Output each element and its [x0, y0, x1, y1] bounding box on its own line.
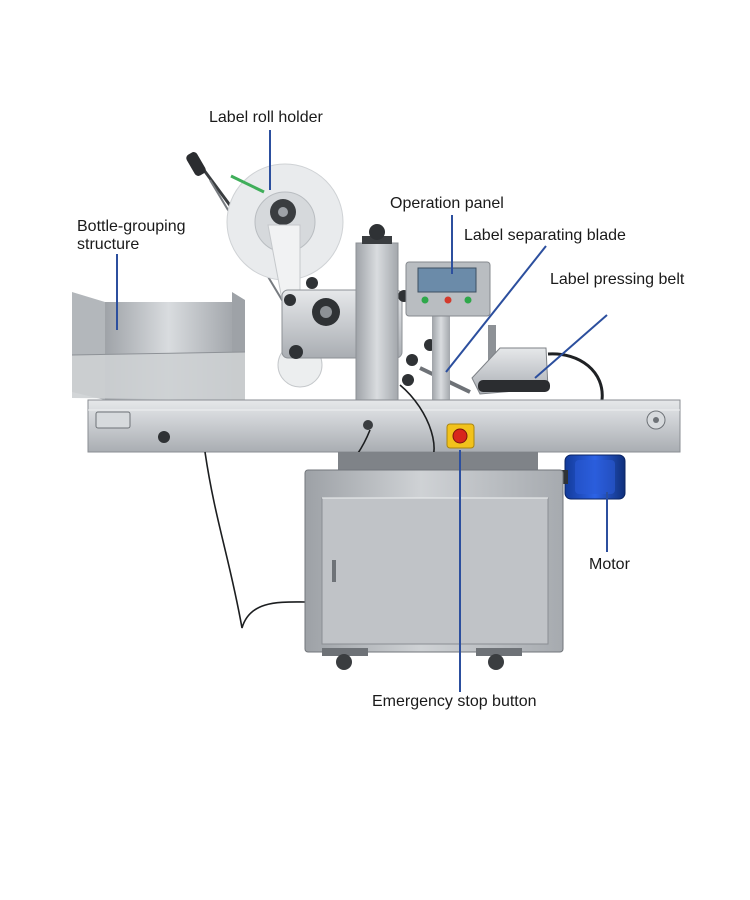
callout-operation-panel: Operation panel: [390, 195, 504, 212]
emergency-stop-button: [446, 423, 475, 449]
casters: [322, 648, 522, 670]
callout-bottle-grouping-line1: Bottle-grouping: [77, 218, 186, 235]
callout-bottle-grouping-line2: structure: [77, 236, 140, 253]
label-pressing-belt: [471, 325, 604, 401]
callout-label-roll-holder: Label roll holder: [209, 109, 323, 126]
cabinet: [304, 452, 564, 653]
leader-lines: [116, 130, 608, 692]
operation-panel: [405, 261, 491, 402]
callout-emergency-stop-button: Emergency stop button: [372, 693, 537, 710]
labeling-head: [186, 152, 471, 404]
callout-label-pressing-belt: Label pressing belt: [550, 271, 685, 288]
motor: [560, 454, 626, 500]
callout-motor: Motor: [589, 556, 630, 573]
conveyor-rail: [87, 399, 681, 453]
callout-bottle-grouping-structure: Bottle-grouping structure: [77, 218, 186, 254]
bottle-grouping-tray: [71, 292, 246, 400]
callout-label-separating-blade: Label separating blade: [464, 227, 626, 244]
